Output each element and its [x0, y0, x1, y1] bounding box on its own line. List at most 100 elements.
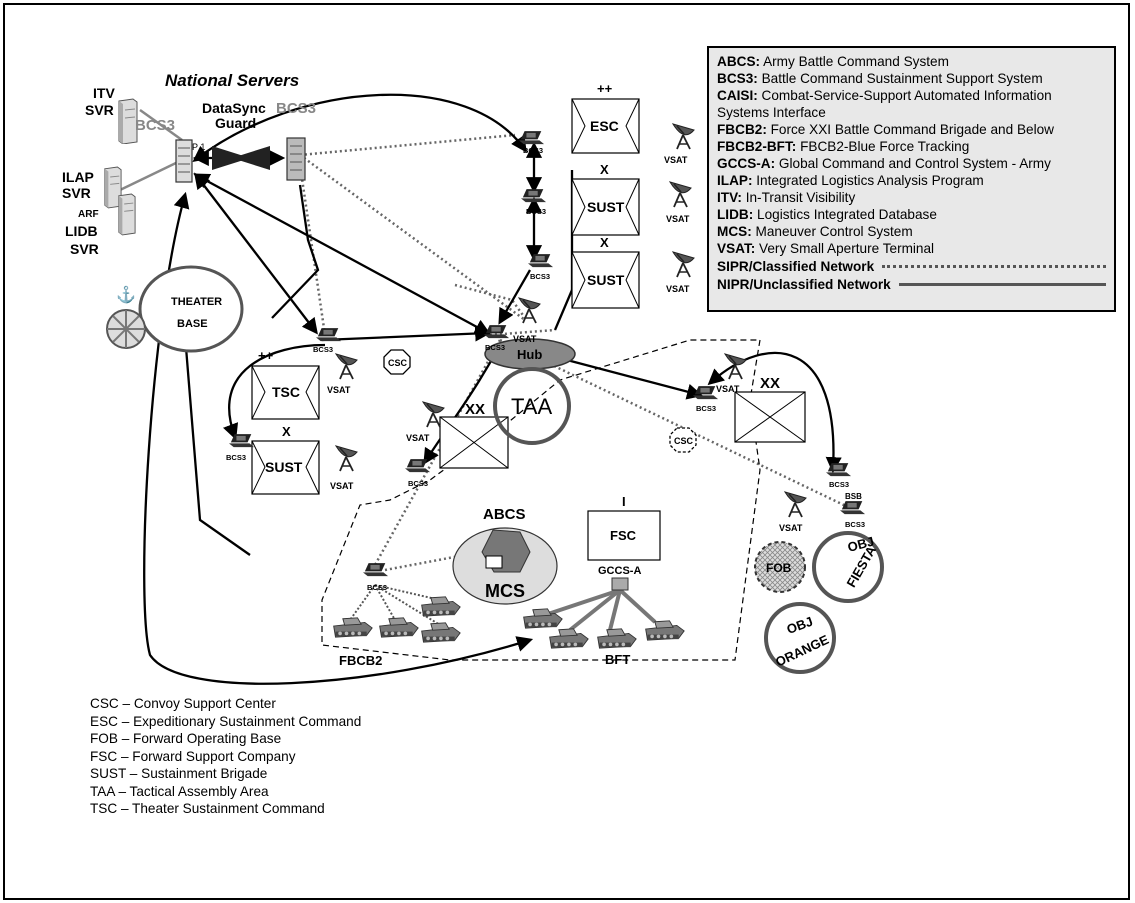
satellite-dish-icon [784, 491, 807, 518]
svg-text:BCS3: BCS3 [696, 404, 716, 413]
svg-text:DataSync: DataSync [202, 100, 266, 116]
bft-label: BFT [605, 652, 630, 667]
tank-icon [421, 622, 461, 643]
csc-octagon [383, 349, 411, 375]
svg-text:SVR: SVR [70, 241, 99, 257]
bcs3-guard-server-icon [286, 137, 306, 181]
svg-text:ARF: ARF [78, 209, 99, 220]
laptop-icon [521, 189, 547, 203]
svg-text:ESC: ESC [590, 118, 619, 134]
svg-text:SVR: SVR [85, 102, 114, 118]
abbreviation-item: SUST – Sustainment Brigade [90, 766, 268, 781]
svg-text:BSB: BSB [845, 492, 862, 501]
svg-text:VSAT: VSAT [513, 334, 537, 344]
legend-entry: BCS3: Battle Command Sustainment Support… [717, 71, 1043, 86]
obj-fiesta-circle [812, 531, 884, 603]
network-lines [119, 93, 851, 685]
satellite-dish-icon [672, 123, 695, 150]
svg-text:X: X [600, 235, 609, 250]
satellite-dish-icon [335, 445, 358, 472]
gccs-a: GCCS-A [598, 565, 641, 591]
acronym-legend: ABCS: Army Battle Command System BCS3: B… [707, 46, 1116, 312]
legend-entry: ITV: In-Transit Visibility [717, 190, 856, 205]
svg-text:VSAT: VSAT [779, 523, 803, 533]
hub-area: Hub TAA CSC CSC [383, 338, 697, 453]
legend-entry: CAISI: Combat-Service-Support Automated … [717, 88, 1052, 120]
svg-text:BASE: BASE [177, 318, 208, 330]
fsc-unit-box [587, 510, 661, 561]
laptop-icon [519, 131, 545, 145]
laptop-icon [363, 563, 389, 577]
svg-text:BCS3: BCS3 [226, 453, 246, 462]
svg-text:BCS3: BCS3 [523, 146, 543, 155]
svg-text:OBJ: OBJ [846, 533, 876, 554]
gccs-server-icon [611, 577, 629, 591]
svg-text:ILAP: ILAP [62, 169, 94, 185]
legend-entry: FBCB2-BFT: FBCB2-Blue Force Tracking [717, 139, 970, 154]
svg-text:THEATER: THEATER [171, 296, 222, 308]
svg-text:BCS3: BCS3 [526, 207, 546, 216]
laptop-icon [693, 386, 719, 400]
svg-text:BCS3: BCS3 [530, 272, 550, 281]
theater-base-oval [138, 265, 244, 353]
svg-text:BCS3: BCS3 [845, 520, 865, 529]
national-servers-title: National Servers [165, 71, 299, 90]
legend-entry: MCS: Maneuver Control System [717, 224, 913, 239]
laptop-icon [528, 254, 554, 268]
abbreviation-item: FSC – Forward Support Company [90, 748, 296, 764]
objectives: FOB OBJ FIESTA OBJ ORANGE [754, 531, 884, 674]
svg-text:++: ++ [258, 348, 274, 363]
tank-icon [549, 628, 589, 649]
abbreviation-item: ESC – Expeditionary Sustainment Command [90, 713, 362, 729]
fbcb2-label: FBCB2 [339, 653, 382, 668]
svg-text:FSC: FSC [610, 528, 637, 543]
legend-nipr-network: NIPR/Unclassified Network [717, 276, 1106, 293]
svg-text:Guard: Guard [215, 115, 256, 131]
laptop-icon [484, 325, 510, 339]
svg-text:ABCS: ABCS [483, 506, 526, 523]
national-servers: National Servers ITV SVR BCS3 DataSync G… [62, 71, 316, 257]
sust-unit-box [571, 251, 640, 309]
datasync-guard-icon [212, 146, 250, 170]
satellite-dish-icon [672, 251, 695, 278]
abbreviation-item: FOB – Forward Operating Base [90, 731, 282, 746]
taa-circle [493, 367, 571, 445]
svg-text:BCS3: BCS3 [829, 480, 849, 489]
laptop-icon [229, 434, 255, 448]
laptop-icon [826, 463, 852, 477]
satellite-dish-icon [335, 353, 358, 380]
svg-text:CSC: CSC [388, 358, 408, 368]
svg-text:++: ++ [597, 81, 613, 96]
tank-icon [333, 617, 373, 638]
legend-entry: ILAP: Integrated Logistics Analysis Prog… [717, 173, 984, 188]
svg-text:LIDB: LIDB [65, 223, 98, 239]
svg-text:VSAT: VSAT [716, 384, 740, 394]
csc-octagon [669, 427, 697, 453]
svg-text:SVR: SVR [62, 185, 91, 201]
svg-text:SUST: SUST [265, 459, 303, 475]
dotted-line-swatch [882, 265, 1106, 268]
svg-text:VSAT: VSAT [327, 385, 351, 395]
tank-icon [645, 620, 685, 641]
svg-text:XX: XX [760, 375, 780, 392]
tank-icon [597, 628, 637, 649]
svg-text:SUST: SUST [587, 272, 625, 288]
svg-text:VSAT: VSAT [666, 214, 690, 224]
svg-text:ITV: ITV [93, 85, 115, 101]
bcs3-server-icon [175, 139, 193, 183]
svg-text:VSAT: VSAT [666, 284, 690, 294]
vsat-terminals: VSAT VSAT VSAT VSAT VSAT VSAT VSAT VSAT … [327, 123, 807, 533]
abbreviation-item: CSC – Convoy Support Center [90, 696, 276, 711]
anchor-icon: ⚓ [116, 285, 136, 304]
legend-entry: VSAT: Very Small Aperture Terminal [717, 241, 935, 256]
unit-symbols: ++ ESC X SUST X SUST ++ TSC X SUST XX XX… [251, 81, 806, 561]
tank-icon [379, 617, 419, 638]
tsc-unit-box [251, 365, 320, 420]
laptop-icon [316, 328, 342, 342]
svg-text:XX: XX [465, 401, 485, 418]
abcs-mcs: ABCS MCS [452, 506, 558, 605]
svg-text:BCS3: BCS3 [408, 479, 428, 488]
theater-base: THEATER BASE ⚓ [106, 265, 244, 353]
fob-circle [754, 541, 806, 593]
